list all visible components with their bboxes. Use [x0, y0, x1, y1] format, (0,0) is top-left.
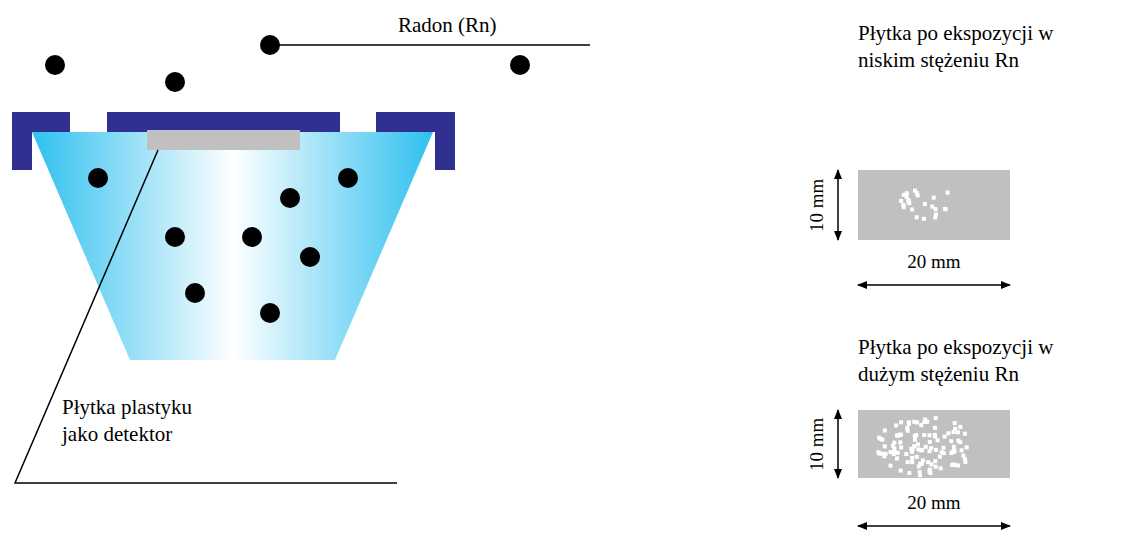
exposed-plate [858, 410, 1010, 478]
plastic-plate [147, 130, 300, 150]
radon-label: Radon (Rn) [398, 12, 497, 39]
radon-atoms [45, 35, 530, 323]
detector-label: Płytka plastyku jako detektor [62, 394, 232, 449]
dimension-label: 10 mm [806, 417, 831, 470]
track-dots [876, 416, 968, 477]
plate-caption: Płytka po ekspozycji w niskim stężeniu R… [858, 20, 1063, 75]
dimension-label: 20 mm [907, 491, 960, 516]
track-dots [899, 189, 950, 221]
exposed-plate [858, 170, 1010, 240]
lid [12, 112, 455, 170]
container [32, 132, 433, 360]
plate-caption: Płytka po ekspozycji w dużym stężeniu Rn [858, 334, 1063, 389]
leader-line [270, 44, 590, 46]
leader-line [15, 150, 397, 483]
dimension-label: 10 mm [806, 178, 831, 231]
dimension-label: 20 mm [907, 250, 960, 275]
